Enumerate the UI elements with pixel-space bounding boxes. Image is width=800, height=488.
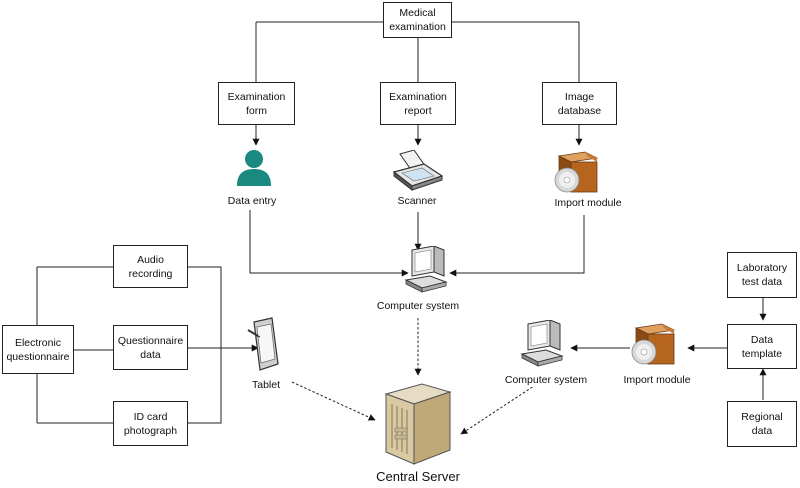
import-module-caption: Import module [552, 197, 624, 210]
laboratory-test-data-box: Laboratory test data [727, 252, 797, 298]
scanner-icon [392, 150, 444, 192]
computer-system-caption: Computer system [374, 300, 462, 313]
software-box-icon [631, 323, 676, 365]
scanner-caption: Scanner [395, 195, 439, 208]
id-card-photograph-box: ID card photograph [113, 401, 188, 446]
computer-system-caption-right: Computer system [502, 374, 590, 387]
tablet-caption: Tablet [249, 379, 283, 392]
medical-examination-box: Medical examination [383, 2, 452, 38]
image-database-box: Image database [542, 82, 617, 125]
examination-form-box: Examination form [218, 82, 295, 125]
computer-icon [404, 246, 448, 293]
server-icon [384, 383, 452, 465]
computer-icon [520, 320, 564, 367]
audio-recording-box: Audio recording [113, 245, 188, 288]
electronic-questionnaire-box: Electronic questionnaire [2, 325, 74, 374]
regional-data-box: Regional data [727, 401, 797, 447]
data-entry-caption: Data entry [225, 195, 279, 208]
examination-report-box: Examination report [380, 82, 456, 125]
data-template-box: Data template [727, 324, 797, 369]
import-module-caption-right: Import module [621, 374, 693, 387]
tablet-icon [247, 317, 279, 371]
questionnaire-data-box: Questionnaire data [113, 325, 188, 370]
central-server-caption: Central Server [374, 469, 462, 484]
software-box-icon [554, 151, 599, 193]
person-icon [237, 150, 271, 186]
